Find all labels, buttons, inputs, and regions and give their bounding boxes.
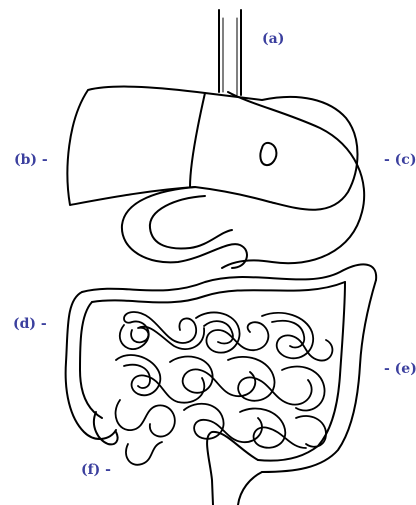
label-a: (a): [262, 31, 284, 47]
label-b: (b) -: [14, 152, 48, 168]
transverse-colon: [82, 264, 376, 292]
liver-fissure: [190, 93, 205, 187]
sigmoid-colon: [207, 432, 258, 505]
ascending-colon: [66, 292, 116, 439]
stomach: [222, 92, 364, 268]
esophagus: [219, 10, 241, 95]
label-e: - (e): [384, 361, 416, 377]
transverse-colon-lower: [92, 282, 345, 302]
liver: [67, 87, 357, 210]
ascending-colon-inner: [80, 302, 102, 418]
label-c: - (c): [384, 152, 416, 168]
small-intestine: [116, 312, 333, 465]
rectum: [238, 472, 262, 505]
gallbladder: [260, 143, 276, 165]
label-d: (d) -: [13, 316, 47, 332]
label-f: (f) -: [81, 462, 111, 478]
duodenum-inner: [150, 196, 232, 248]
